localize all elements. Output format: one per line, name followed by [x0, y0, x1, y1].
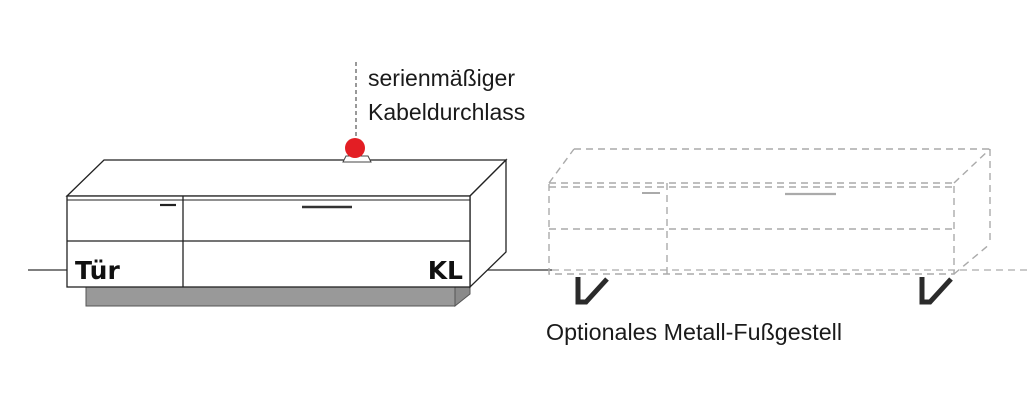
- cable-note-line1: serienmäßiger: [368, 65, 515, 91]
- metal-foot-right: [919, 277, 953, 305]
- plinth-front: [85, 286, 456, 307]
- frame-note: Optionales Metall-Fußgestell: [546, 319, 842, 345]
- sideboard-dashed: [548, 148, 991, 275]
- metal-foot-left: [575, 277, 609, 305]
- cable-note-line2: Kabeldurchlass: [368, 99, 525, 125]
- door-label: Tür: [75, 256, 120, 285]
- cable-cutout: [342, 155, 372, 163]
- top-face: [65, 159, 508, 197]
- module-label: KL: [428, 256, 463, 285]
- sideboard-solid: [65, 155, 508, 308]
- red-dot-icon: [345, 138, 365, 158]
